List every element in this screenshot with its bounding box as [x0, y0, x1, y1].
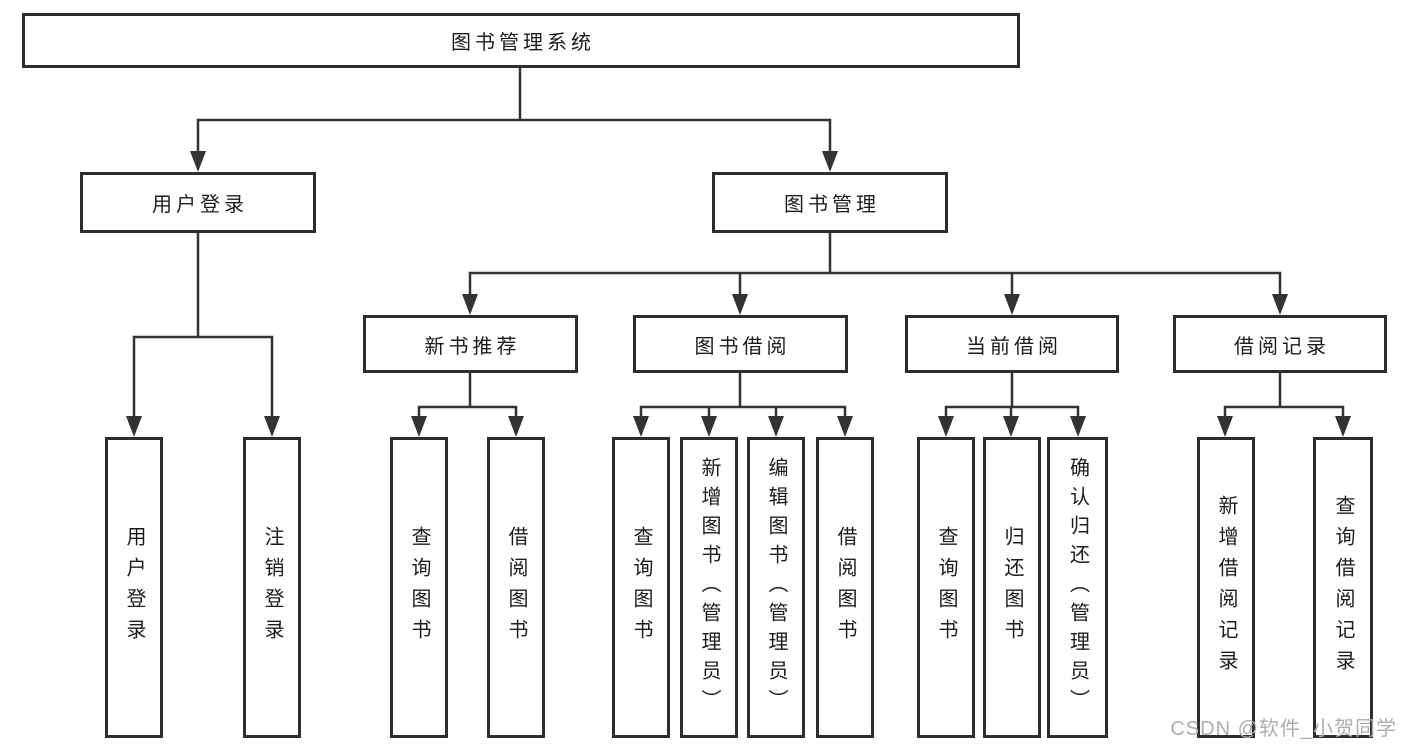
- node-new-book-recommendation-label: 新书推荐: [424, 335, 521, 358]
- node-book-borrowing-label: 图书借阅: [694, 335, 791, 358]
- node-new-book-recommendation: 新书推荐: [363, 315, 578, 373]
- edge-root: [196, 66, 832, 154]
- leaf-edit-books-admin: 编辑图书（管理员）: [747, 437, 805, 738]
- leaf-user-login: 用户登录: [105, 437, 163, 738]
- node-borrowing-records: 借阅记录: [1173, 315, 1387, 373]
- leaf-logout-login-label: 注销登录: [261, 525, 283, 650]
- node-root-label: 图书管理系统: [451, 32, 595, 54]
- leaf-add-borrow-record-label: 新增借阅记录: [1215, 494, 1237, 681]
- watermark-text: CSDN @软件_小贺同学: [1170, 718, 1397, 740]
- leaf-query-books-current-label: 查询图书: [935, 525, 957, 650]
- node-book-management: 图书管理: [712, 172, 948, 233]
- leaf-confirm-return-admin: 确认归还（管理员）: [1047, 437, 1108, 738]
- leaf-query-borrow-record: 查询借阅记录: [1313, 437, 1373, 738]
- edge-book-borrowing: [639, 371, 847, 420]
- leaf-add-borrow-record: 新增借阅记录: [1197, 437, 1255, 738]
- leaf-borrow-books-borrowing: 借阅图书: [816, 437, 874, 738]
- edge-current-borrowing: [944, 371, 1080, 420]
- leaf-query-books-borrowing-label: 查询图书: [630, 525, 652, 650]
- node-root: 图书管理系统: [22, 13, 1020, 68]
- edge-user-login: [132, 231, 274, 419]
- arrowheads: [126, 151, 1351, 437]
- leaf-borrow-books-borrowing-label: 借阅图书: [834, 525, 856, 650]
- leaf-user-login-label: 用户登录: [123, 525, 145, 650]
- leaf-confirm-return-admin-label: 确认归还（管理员）: [1066, 457, 1089, 718]
- edge-borrowing-records: [1223, 371, 1345, 420]
- node-user-login-label: 用户登录: [152, 194, 248, 216]
- leaf-return-books-label: 归还图书: [1001, 525, 1023, 650]
- node-borrowing-records-label: 借阅记录: [1234, 335, 1330, 358]
- leaf-query-books-recommend-label: 查询图书: [408, 525, 430, 650]
- leaf-borrow-books-recommend-label: 借阅图书: [505, 525, 527, 650]
- leaf-return-books: 归还图书: [983, 437, 1041, 738]
- node-current-borrowing: 当前借阅: [905, 315, 1119, 373]
- leaf-add-books-admin-label: 新增图书（管理员）: [698, 457, 720, 718]
- leaf-query-books-recommend: 查询图书: [390, 437, 448, 738]
- leaf-logout-login: 注销登录: [243, 437, 301, 738]
- leaf-query-borrow-record-label: 查询借阅记录: [1332, 494, 1354, 681]
- node-book-management-label: 图书管理: [784, 194, 880, 216]
- leaf-query-books-borrowing: 查询图书: [612, 437, 670, 738]
- node-current-borrowing-label: 当前借阅: [966, 335, 1062, 358]
- leaf-borrow-books-recommend: 借阅图书: [487, 437, 545, 738]
- node-user-login: 用户登录: [80, 172, 316, 233]
- node-book-borrowing: 图书借阅: [633, 315, 848, 373]
- leaf-query-books-current: 查询图书: [917, 437, 975, 738]
- edge-new-book-recommendation: [417, 371, 518, 420]
- leaf-edit-books-admin-label: 编辑图书（管理员）: [765, 457, 787, 718]
- leaf-add-books-admin: 新增图书（管理员）: [680, 437, 738, 738]
- edge-book-management: [468, 231, 1282, 297]
